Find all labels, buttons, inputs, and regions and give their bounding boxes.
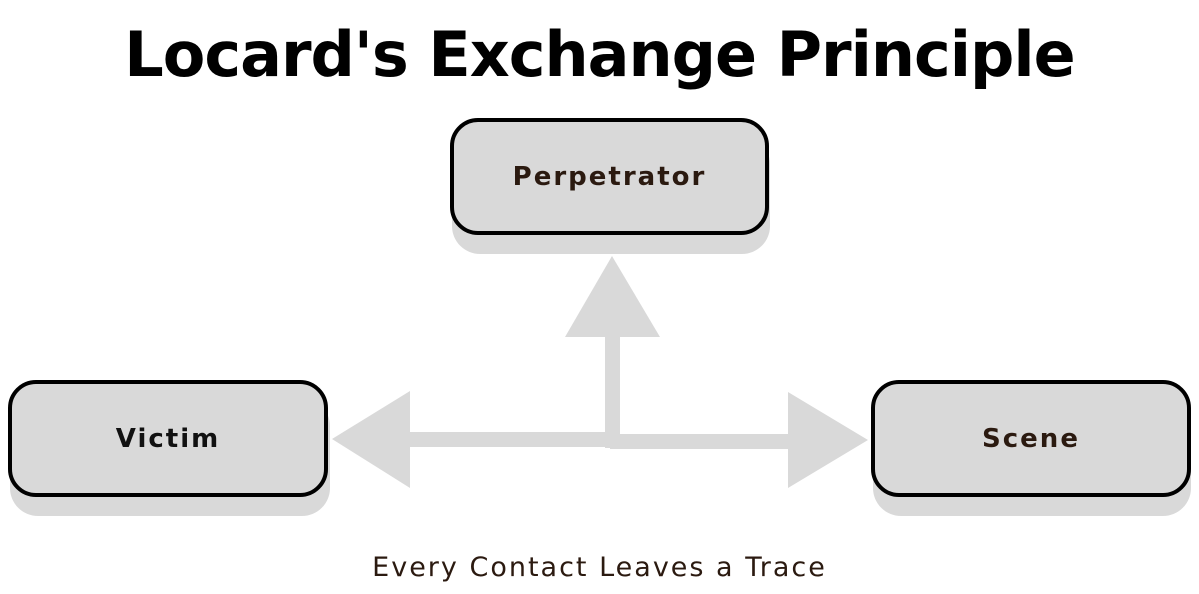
scene-label: Scene <box>982 423 1080 454</box>
perpetrator-node: Perpetrator <box>450 118 769 235</box>
victim-node: Victim <box>8 380 328 497</box>
arrow-right-to-scene <box>610 392 868 488</box>
caption: Every Contact Leaves a Trace <box>372 552 827 583</box>
perpetrator-label: Perpetrator <box>512 161 707 192</box>
arrowhead-up-icon <box>565 256 660 337</box>
diagram-title: Locard's Exchange Principle <box>124 18 1075 91</box>
victim-label: Victim <box>115 423 221 454</box>
arrowhead-left-icon <box>332 391 410 488</box>
scene-node: Scene <box>871 380 1191 497</box>
arrowhead-right-icon <box>788 392 868 488</box>
arrow-up-to-perpetrator <box>565 256 660 448</box>
arrow-left-to-victim <box>332 391 611 488</box>
